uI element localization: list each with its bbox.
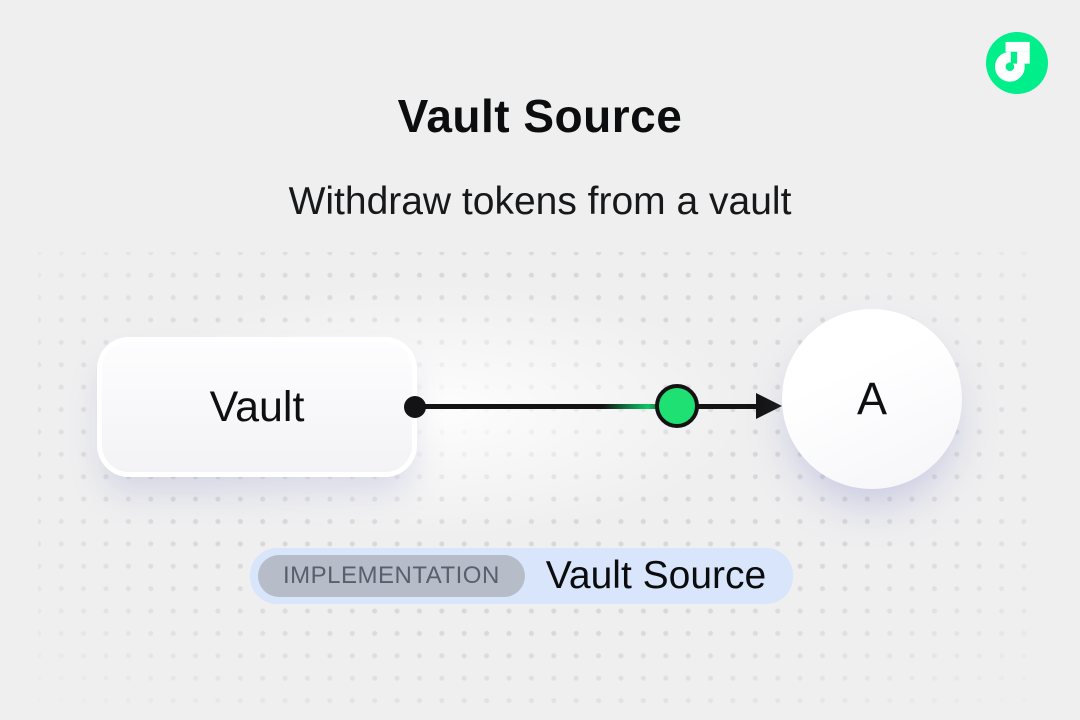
page-subtitle: Withdraw tokens from a vault [288, 180, 792, 223]
account-node-label: A [856, 373, 887, 424]
flow-logo-icon [986, 32, 1048, 94]
implementation-badge: IMPLEMENTATION Vault Source [250, 548, 794, 604]
implementation-label: Vault Source [545, 554, 767, 597]
arrowhead-icon [756, 393, 782, 419]
vault-node-label: Vault [209, 382, 305, 431]
account-node: A [782, 309, 962, 489]
implementation-tag: IMPLEMENTATION [258, 555, 525, 597]
vault-node: Vault [97, 337, 417, 477]
edge-line [416, 404, 762, 409]
token-node-icon [655, 384, 699, 428]
edge-start-dot [404, 396, 426, 418]
page-title: Vault Source [397, 89, 683, 142]
